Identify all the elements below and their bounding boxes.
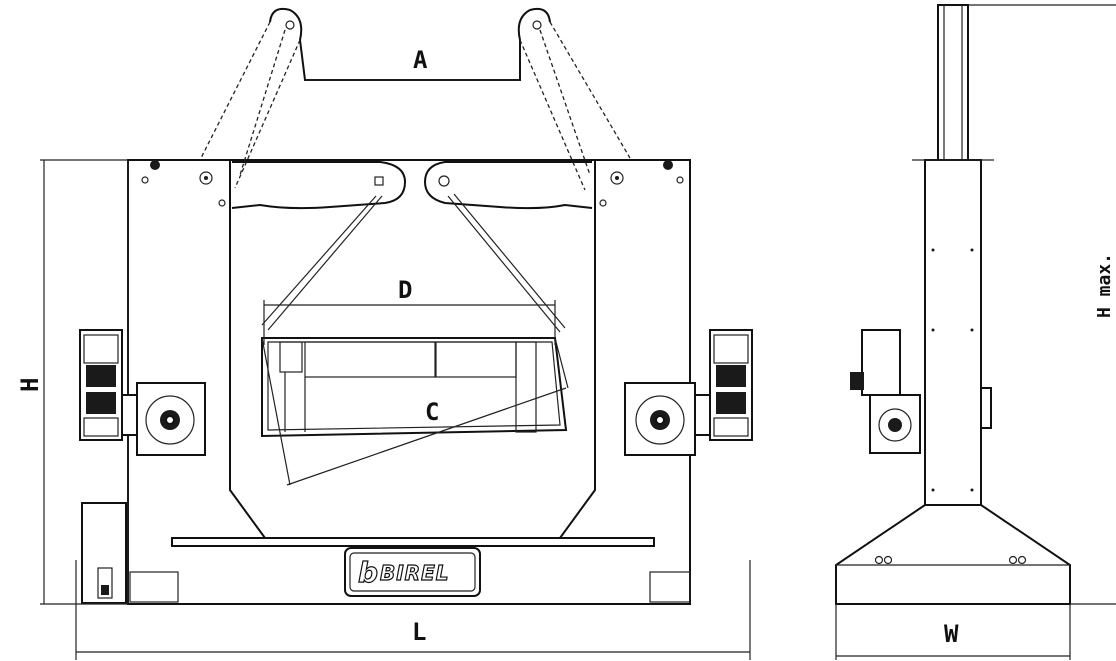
side-motor: [850, 329, 992, 454]
front-view: D C A: [16, 7, 753, 660]
dimension-W: W: [835, 604, 1071, 660]
side-view: H max. W: [835, 4, 1116, 660]
logo-letter: b: [358, 556, 379, 589]
dimension-H: H: [16, 159, 128, 605]
right-gripper-arm: [423, 161, 593, 210]
brand-logo: b BIREL: [344, 547, 481, 597]
label-H: H: [16, 378, 44, 392]
right-upper-arm: [519, 20, 631, 191]
left-motor: [79, 329, 206, 456]
right-foot: [649, 571, 691, 603]
label-H-max: H max.: [1094, 253, 1115, 318]
label-D: D: [398, 276, 412, 304]
control-box: [81, 502, 127, 604]
dimension-L: L: [75, 560, 751, 660]
dimension-C: C: [286, 387, 567, 486]
left-gripper-arm: [231, 161, 407, 210]
right-cable: [447, 193, 566, 333]
label-A: A: [413, 46, 428, 74]
label-C: C: [425, 398, 439, 426]
label-L: L: [412, 618, 426, 646]
base-plate: [171, 537, 655, 547]
column: [924, 159, 982, 506]
logo-text: BIREL: [380, 561, 450, 585]
dimension-H-max: H max.: [968, 4, 1116, 605]
left-cable: [261, 195, 383, 331]
right-motor: [624, 329, 753, 456]
dimension-D: D: [263, 276, 556, 345]
dimension-A: A: [305, 46, 520, 81]
frame-opening: [229, 160, 596, 539]
left-foot: [129, 571, 179, 603]
load-box: [261, 337, 569, 486]
side-base: [835, 504, 1071, 605]
label-W: W: [944, 620, 959, 648]
mast-extension: [937, 4, 969, 161]
